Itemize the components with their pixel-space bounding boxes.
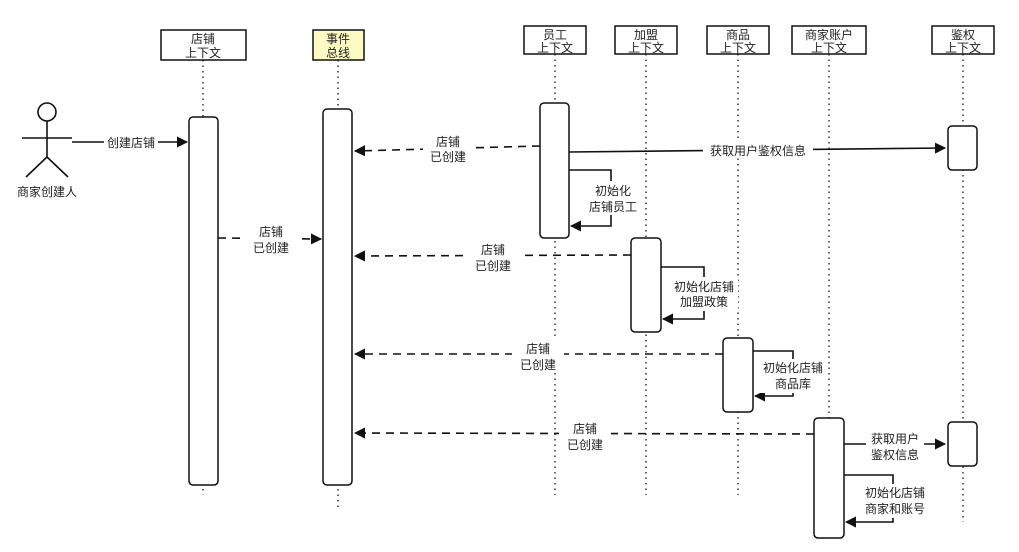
participant-merchant-account: 商家账户 上下文 bbox=[791, 25, 867, 55]
message-store-created-staff: 店铺 已创建 bbox=[353, 133, 541, 165]
label-line2: 店铺员工 bbox=[589, 200, 637, 214]
message-init-goods: 初始化店铺 商品库 bbox=[753, 350, 827, 402]
participant-franchise: 加盟 上下文 bbox=[614, 25, 678, 55]
message-init-merchant: 初始化店铺 商家和账号 bbox=[844, 474, 932, 528]
label-line1: 店铺 bbox=[573, 422, 597, 436]
label-line1: 店铺 bbox=[481, 243, 505, 257]
participant-staff-line2: 上下文 bbox=[537, 40, 573, 55]
participant-store: 店铺 上下文 bbox=[160, 29, 247, 61]
label-line1: 店铺 bbox=[259, 225, 283, 239]
activation-merchant bbox=[813, 417, 845, 539]
participant-franchise-line1: 加盟 bbox=[634, 28, 658, 42]
participant-goods-line2: 上下文 bbox=[720, 40, 756, 55]
participant-store-line2: 上下文 bbox=[185, 45, 221, 60]
activation-staff bbox=[539, 102, 570, 239]
label-line1: 获取用户 bbox=[871, 431, 919, 446]
label-line2: 已创建 bbox=[475, 259, 511, 273]
message-get-auth-info-2: 获取用户 鉴权信息 bbox=[844, 430, 947, 464]
label-line1: 店铺 bbox=[526, 342, 550, 356]
message-store-created-franchise: 店铺 已创建 bbox=[353, 241, 632, 274]
participant-event-bus: 事件 总线 bbox=[312, 29, 365, 61]
label-line2: 鉴权信息 bbox=[871, 447, 919, 462]
message-init-franchise: 初始化店铺 加盟政策 bbox=[661, 266, 738, 325]
participant-auth-line1: 鉴权 bbox=[951, 28, 975, 42]
actor-merchant-creator: 商家创建人 bbox=[17, 102, 77, 199]
activation-bus bbox=[322, 108, 353, 486]
label-line2: 商家和账号 bbox=[865, 501, 925, 516]
participant-merchant-line2: 上下文 bbox=[811, 40, 847, 55]
label-line2: 已创建 bbox=[430, 150, 466, 164]
participant-bus-line2: 总线 bbox=[326, 46, 350, 60]
activation-franchise bbox=[630, 237, 662, 333]
activation-store bbox=[188, 116, 219, 486]
label-line1: 初始化店铺 bbox=[865, 486, 925, 500]
label-line2: 已创建 bbox=[253, 241, 289, 255]
label-line2: 已创建 bbox=[567, 438, 603, 452]
participant-goods: 商品 上下文 bbox=[706, 25, 770, 55]
participant-goods-line1: 商品 bbox=[726, 27, 750, 42]
activation-auth-1 bbox=[947, 125, 978, 171]
message-create-store-label: 创建店铺 bbox=[107, 136, 155, 150]
participant-staff-line1: 员工 bbox=[543, 28, 567, 42]
label-line1: 店铺 bbox=[436, 135, 460, 149]
message-store-created-store: 店铺 已创建 bbox=[217, 223, 323, 256]
participant-auth-line2: 上下文 bbox=[945, 40, 981, 55]
label-line1: 初始化 bbox=[595, 184, 631, 198]
activation-auth-2 bbox=[947, 421, 978, 467]
actor-label: 商家创建人 bbox=[17, 184, 77, 199]
message-create-store: 创建店铺 bbox=[72, 134, 189, 150]
participant-staff: 员工 上下文 bbox=[523, 25, 587, 55]
label-line1: 初始化店铺 bbox=[763, 361, 823, 375]
label-line1: 初始化店铺 bbox=[674, 280, 734, 294]
message-store-created-goods: 店铺 已创建 bbox=[353, 340, 723, 373]
label-line2: 商品库 bbox=[775, 376, 811, 391]
message-get-auth-info-label: 获取用户鉴权信息 bbox=[710, 143, 806, 158]
participant-merchant-line1: 商家账户 bbox=[805, 27, 853, 42]
participant-auth: 鉴权 上下文 bbox=[931, 25, 995, 55]
message-init-staff: 初始化 店铺员工 bbox=[569, 169, 640, 232]
activation-goods bbox=[722, 337, 754, 413]
participant-bus-line1: 事件 bbox=[326, 32, 350, 46]
label-line2: 已创建 bbox=[520, 358, 556, 372]
message-get-auth-info: 获取用户鉴权信息 bbox=[568, 142, 947, 158]
message-store-created-merchant: 店铺 已创建 bbox=[353, 420, 815, 453]
participant-franchise-line2: 上下文 bbox=[628, 40, 664, 55]
label-line2: 加盟政策 bbox=[680, 295, 728, 309]
participant-store-line1: 店铺 bbox=[191, 32, 215, 46]
